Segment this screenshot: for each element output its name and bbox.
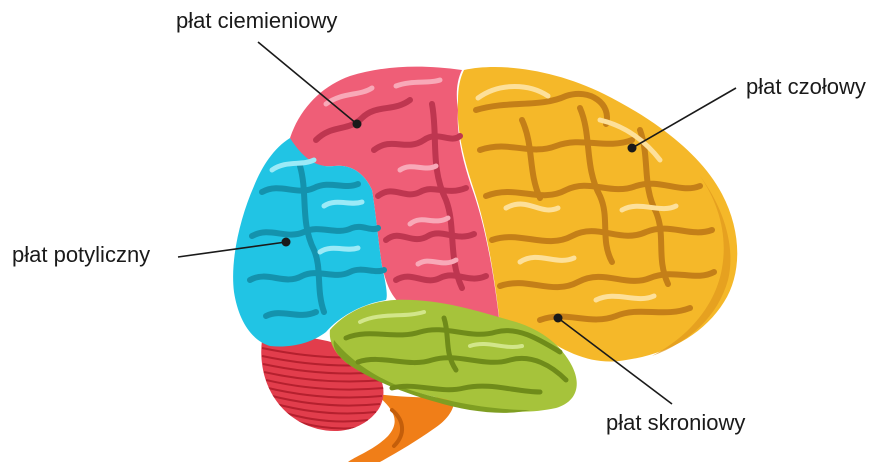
occipital-leader-dot — [282, 238, 291, 247]
temporal-leader-dot — [554, 314, 563, 323]
parietal-leader-dot — [353, 120, 362, 129]
label-temporal-lobe: płat skroniowy — [606, 412, 745, 434]
label-parietal-lobe: płat ciemieniowy — [176, 10, 337, 32]
frontal-leader-dot — [628, 144, 637, 153]
label-frontal-lobe: płat czołowy — [746, 76, 866, 98]
label-occipital-lobe: płat potyliczny — [12, 244, 150, 266]
frontal-leader-line — [632, 88, 736, 148]
